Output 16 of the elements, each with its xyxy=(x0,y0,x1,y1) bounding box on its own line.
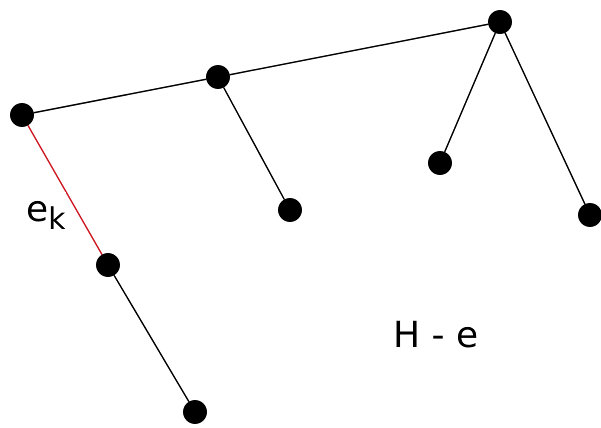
vertex-dot xyxy=(428,151,452,175)
edge-line xyxy=(223,87,285,200)
edge-line xyxy=(504,32,586,204)
vertex-dot xyxy=(206,65,230,89)
graph-label: H - e xyxy=(393,318,478,354)
edge-line xyxy=(27,125,103,255)
vertex-dot xyxy=(183,400,207,424)
vertex-dot xyxy=(96,253,120,277)
vertex-dot xyxy=(578,203,601,227)
edge-line xyxy=(230,24,488,76)
edge-line xyxy=(34,78,206,114)
edge-line xyxy=(113,274,190,402)
vertex-dot xyxy=(488,10,512,34)
vertex-dot xyxy=(10,103,34,127)
vertex-dot xyxy=(278,198,302,222)
edge-line xyxy=(444,32,496,152)
